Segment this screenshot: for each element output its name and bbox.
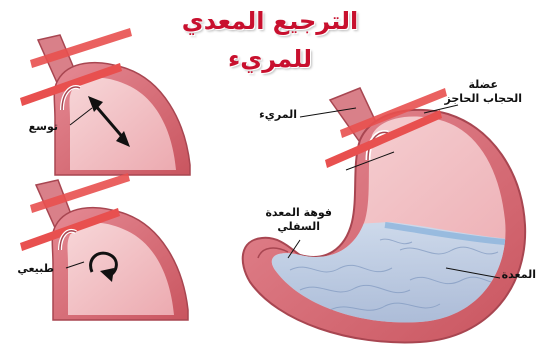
label-diaphragm-line1: عضلة bbox=[445, 78, 523, 92]
label-esophagus: المريء bbox=[259, 108, 297, 121]
label-normal: طبيعي bbox=[17, 262, 54, 275]
small-stomach-normal bbox=[20, 173, 188, 320]
label-dilated: توسع bbox=[29, 120, 58, 133]
label-stomach: المعدة bbox=[502, 268, 536, 281]
page-title: الترجيع المعدي للمريء bbox=[140, 2, 400, 40]
label-diaphragm: عضلة الحجاب الحاجز bbox=[445, 78, 523, 106]
label-lower-opening-line1: فوهة المعدة bbox=[265, 206, 332, 220]
label-diaphragm-line2: الحجاب الحاجز bbox=[445, 92, 523, 106]
small-stomach-dilated bbox=[20, 28, 190, 175]
label-lower-opening: فوهة المعدة السفلي bbox=[265, 206, 332, 234]
label-lower-opening-line2: السفلي bbox=[265, 220, 332, 234]
